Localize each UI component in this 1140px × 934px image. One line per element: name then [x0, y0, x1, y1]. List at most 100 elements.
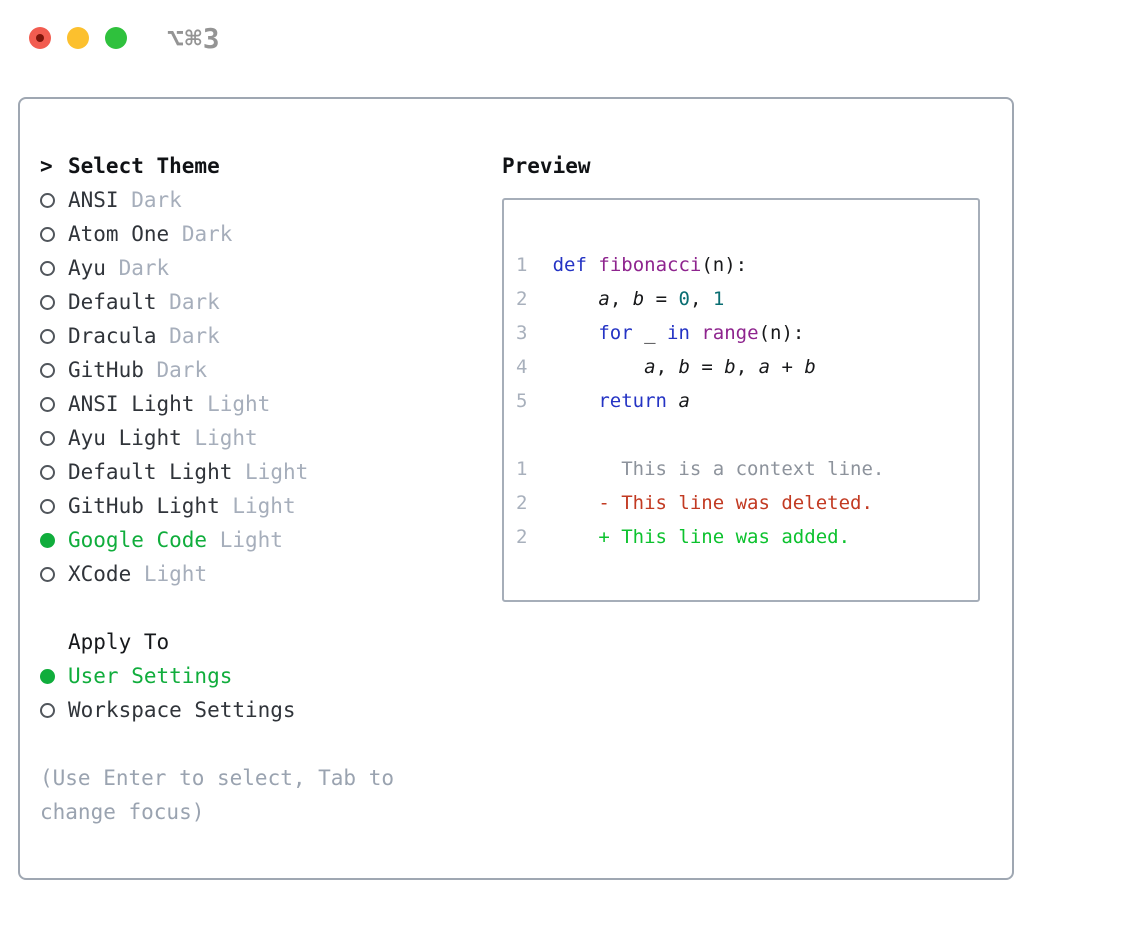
theme-option-ansi[interactable]: ANSI Dark — [40, 183, 490, 217]
theme-name: ANSI — [68, 188, 119, 212]
theme-name: ANSI Light — [68, 392, 195, 416]
cursor-prompt-icon: > — [40, 154, 53, 178]
radio-unselected-icon — [40, 192, 55, 208]
code-content: for _ in range(n): — [553, 322, 805, 344]
token-p — [667, 390, 678, 412]
theme-variant: Dark — [131, 188, 182, 212]
preview-code-line: 3 for _ in range(n): — [516, 316, 978, 350]
radio-unselected-icon — [40, 498, 55, 514]
code-content: return a — [553, 390, 690, 412]
line-number: 5 — [516, 390, 528, 412]
apply-to-header: Apply To — [40, 625, 490, 659]
radio-unselected-icon — [40, 328, 55, 344]
theme-option-default[interactable]: Default Dark — [40, 285, 490, 319]
token-p — [587, 254, 598, 276]
token-num: 0 — [678, 288, 690, 310]
token-ctx: This is a context line. — [552, 458, 885, 480]
close-button-icon[interactable] — [29, 27, 51, 49]
theme-variant: Light — [143, 562, 208, 586]
theme-name: Default Light — [68, 460, 233, 484]
apply-option-label: User Settings — [68, 659, 232, 693]
theme-option-ansi-light[interactable]: ANSI Light Light — [40, 387, 490, 421]
apply-option-workspace-settings[interactable]: Workspace Settings — [40, 693, 490, 727]
code-content: This is a context line. — [552, 458, 885, 480]
theme-variant: Light — [232, 494, 296, 518]
select-theme-title: Select Theme — [68, 154, 220, 178]
theme-variant: Dark — [181, 222, 233, 246]
theme-variant: Dark — [156, 358, 208, 382]
code-content: def fibonacci(n): — [553, 254, 748, 276]
radio-selected-icon — [40, 532, 55, 548]
token-p: , — [609, 288, 633, 310]
theme-option-github[interactable]: GitHub Dark — [40, 353, 490, 387]
apply-option-user-settings[interactable]: User Settings — [40, 659, 490, 693]
theme-name: GitHub Light — [68, 494, 220, 518]
theme-label: Ayu Light Light — [68, 421, 258, 455]
token-p — [690, 322, 701, 344]
token-p: (n): — [701, 254, 748, 276]
token-var: a — [598, 288, 610, 310]
theme-option-default-light[interactable]: Default Light Light — [40, 455, 490, 489]
theme-option-dracula[interactable]: Dracula Dark — [40, 319, 490, 353]
theme-option-ayu[interactable]: Ayu Dark — [40, 251, 490, 285]
token-p — [553, 322, 599, 344]
token-kw: in — [667, 322, 690, 344]
token-var: a — [758, 356, 771, 378]
token-fn: fibonacci — [598, 254, 702, 276]
usage-hint: (Use Enter to select, Tab to change focu… — [40, 766, 395, 824]
theme-name: Google Code — [68, 528, 208, 552]
theme-label: ANSI Dark — [68, 183, 182, 217]
token-p: = — [644, 288, 679, 310]
token-var: a — [678, 390, 690, 412]
theme-name: Atom One — [68, 222, 170, 246]
radio-unselected-icon — [40, 260, 55, 276]
preview-code-line: 2 a, b = 0, 1 — [516, 282, 978, 316]
token-p: _ — [632, 322, 668, 344]
token-kw: return — [598, 390, 667, 412]
token-p — [553, 288, 599, 310]
radio-unselected-icon — [40, 566, 55, 582]
preview-code-line: 2 - This line was deleted. — [516, 486, 978, 520]
theme-option-xcode[interactable]: XCode Light — [40, 557, 490, 591]
token-kw: for — [598, 322, 633, 344]
theme-variant: Light — [207, 392, 271, 416]
radio-unselected-icon — [40, 294, 55, 310]
theme-label: GitHub Light Light — [68, 489, 296, 523]
theme-name: Default — [68, 290, 157, 314]
titlebar: ⌥⌘3 — [29, 22, 221, 55]
minimize-button-icon[interactable] — [67, 27, 89, 49]
theme-label: Dracula Dark — [68, 319, 220, 353]
token-p: = — [689, 356, 725, 378]
preview-title: Preview — [502, 154, 591, 178]
token-del: - This line was deleted. — [552, 492, 873, 514]
token-num: 1 — [712, 288, 725, 310]
theme-variant: Light — [245, 460, 309, 484]
apply-option-name: User Settings — [68, 664, 233, 688]
zoom-button-icon[interactable] — [105, 27, 127, 49]
select-theme-header: > Select Theme — [40, 149, 490, 183]
radio-unselected-icon — [40, 362, 55, 378]
radio-unselected-icon — [40, 430, 55, 446]
theme-option-atom-one[interactable]: Atom One Dark — [40, 217, 490, 251]
theme-option-ayu-light[interactable]: Ayu Light Light — [40, 421, 490, 455]
preview-code-line: 5 return a — [516, 384, 978, 418]
token-p — [553, 390, 599, 412]
theme-option-google-code[interactable]: Google Code Light — [40, 523, 490, 557]
token-p: + — [770, 356, 805, 378]
token-p: , — [735, 356, 759, 378]
theme-label: Default Dark — [68, 285, 220, 319]
theme-variant: Light — [194, 426, 258, 450]
theme-option-github-light[interactable]: GitHub Light Light — [40, 489, 490, 523]
preview-code-line: 4 a, b = b, a + b — [516, 350, 978, 384]
radio-selected-icon — [40, 668, 55, 684]
theme-label: GitHub Dark — [68, 353, 207, 387]
theme-name: XCode — [68, 562, 132, 586]
theme-label: Atom One Dark — [68, 217, 232, 251]
token-p: (n): — [758, 322, 805, 344]
line-number: 1 — [516, 254, 528, 276]
apply-option-label: Workspace Settings — [68, 693, 296, 727]
